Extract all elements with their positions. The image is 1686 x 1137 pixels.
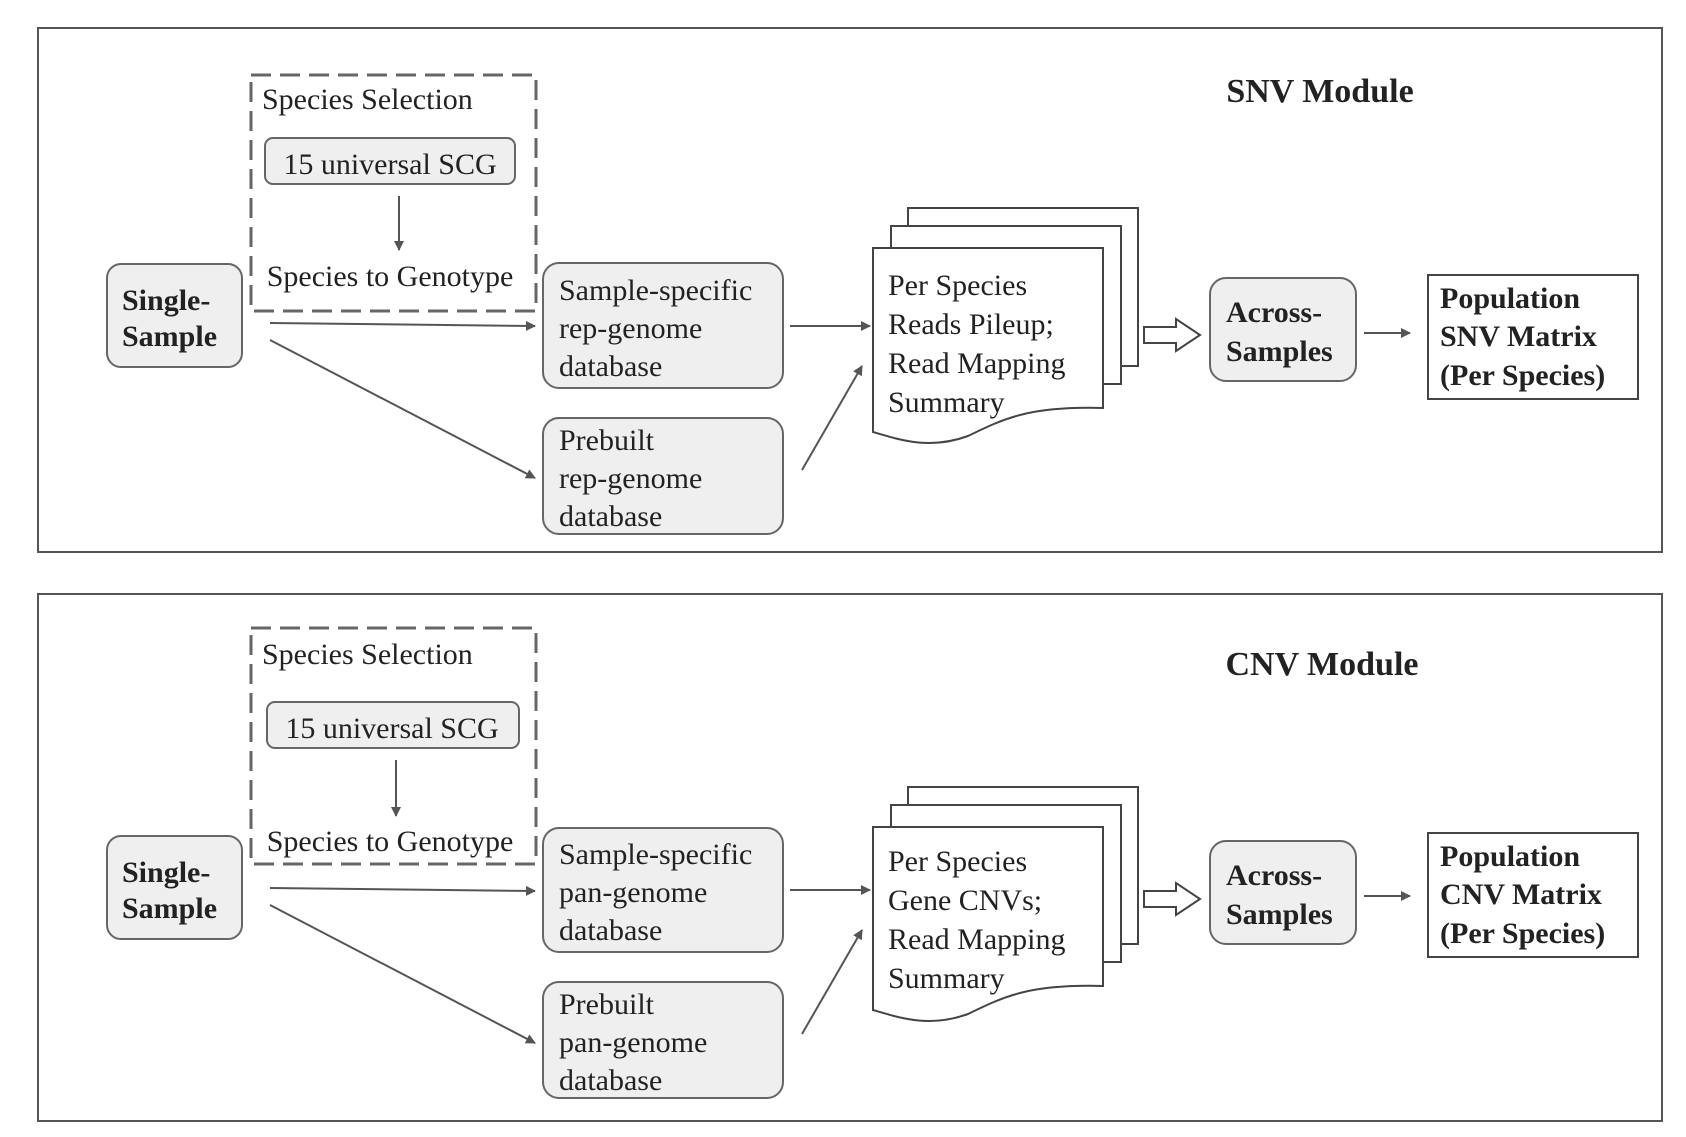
- specific-db-box: [542, 827, 784, 953]
- specific-db-label: rep-genome: [559, 312, 702, 345]
- snv-module: SNV Module Species Selection 15 universa…: [37, 27, 1663, 553]
- species-target-label: Species to Genotype: [267, 260, 514, 293]
- across-samples-label: Samples: [1226, 898, 1333, 931]
- arrow-to-prebuilt-db: [269, 339, 536, 479]
- arrow-to-prebuilt-db: [269, 904, 536, 1044]
- per-species-label: Read Mapping: [888, 347, 1065, 380]
- specific-db-label: database: [559, 914, 662, 947]
- per-species-label: Per Species: [888, 269, 1027, 302]
- specific-db-label: database: [559, 350, 662, 383]
- scg-label: 15 universal SCG: [283, 148, 496, 181]
- species-selection-title: Species Selection: [262, 638, 473, 671]
- block-arrow: [1143, 881, 1202, 917]
- specific-db-label: Sample-specific: [559, 838, 752, 871]
- species-target-label: Species to Genotype: [267, 825, 514, 858]
- across-samples-label: Samples: [1226, 335, 1333, 368]
- prebuilt-db-label: pan-genome: [559, 1026, 707, 1059]
- prebuilt-db-label: Prebuilt: [559, 424, 655, 457]
- species-selection-title: Species Selection: [262, 83, 473, 116]
- scg-box: [266, 701, 520, 749]
- output-box: [1427, 832, 1639, 958]
- module-frame: [37, 593, 1663, 1122]
- prebuilt-db-label: database: [559, 500, 662, 533]
- prebuilt-db-label: database: [559, 1064, 662, 1097]
- arrow-prebuilt-to-docs: [801, 929, 863, 1035]
- output-label: SNV Matrix: [1440, 320, 1597, 353]
- output-label: (Per Species): [1440, 359, 1605, 392]
- single-sample-box: [106, 835, 243, 940]
- single-sample-label: Sample: [122, 892, 217, 925]
- module-title: SNV Module: [1226, 73, 1413, 110]
- per-species-label: Reads Pileup;: [888, 308, 1054, 341]
- doc-stack-front: [872, 247, 1104, 445]
- single-sample-label: Single-: [122, 856, 210, 889]
- output-label: CNV Matrix: [1440, 878, 1602, 911]
- output-box: [1427, 274, 1639, 400]
- arrow-to-specific-db: [269, 885, 536, 896]
- prebuilt-db-box: [542, 417, 784, 535]
- per-species-label: Summary: [888, 962, 1005, 995]
- scg-label: 15 universal SCG: [285, 712, 498, 745]
- prebuilt-db-label: Prebuilt: [559, 988, 655, 1021]
- module-title: CNV Module: [1226, 646, 1419, 683]
- output-label: Population: [1440, 840, 1580, 873]
- arrow-prebuilt-to-docs: [801, 365, 863, 471]
- specific-db-label: pan-genome: [559, 876, 707, 909]
- per-species-label: Summary: [888, 386, 1005, 419]
- prebuilt-db-box: [542, 981, 784, 1099]
- across-samples-box: [1209, 277, 1357, 382]
- doc-stack-front: [872, 826, 1104, 1023]
- prebuilt-db-label: rep-genome: [559, 462, 702, 495]
- across-samples-label: Across-: [1226, 296, 1322, 329]
- module-frame: [37, 27, 1663, 553]
- arrow-to-specific-db: [269, 320, 536, 331]
- single-sample-label: Single-: [122, 284, 210, 317]
- single-sample-label: Sample: [122, 320, 217, 353]
- per-species-label: Per Species: [888, 845, 1027, 878]
- output-label: Population: [1440, 282, 1580, 315]
- across-samples-box: [1209, 840, 1357, 945]
- block-arrow: [1143, 317, 1202, 353]
- specific-db-box: [542, 262, 784, 389]
- single-sample-box: [106, 263, 243, 368]
- scg-box: [264, 137, 516, 185]
- specific-db-label: Sample-specific: [559, 274, 752, 307]
- cnv-module: CNV Module Species Selection 15 universa…: [37, 593, 1663, 1122]
- output-label: (Per Species): [1440, 917, 1605, 950]
- across-samples-label: Across-: [1226, 859, 1322, 892]
- per-species-label: Gene CNVs;: [888, 884, 1042, 917]
- per-species-label: Read Mapping: [888, 923, 1065, 956]
